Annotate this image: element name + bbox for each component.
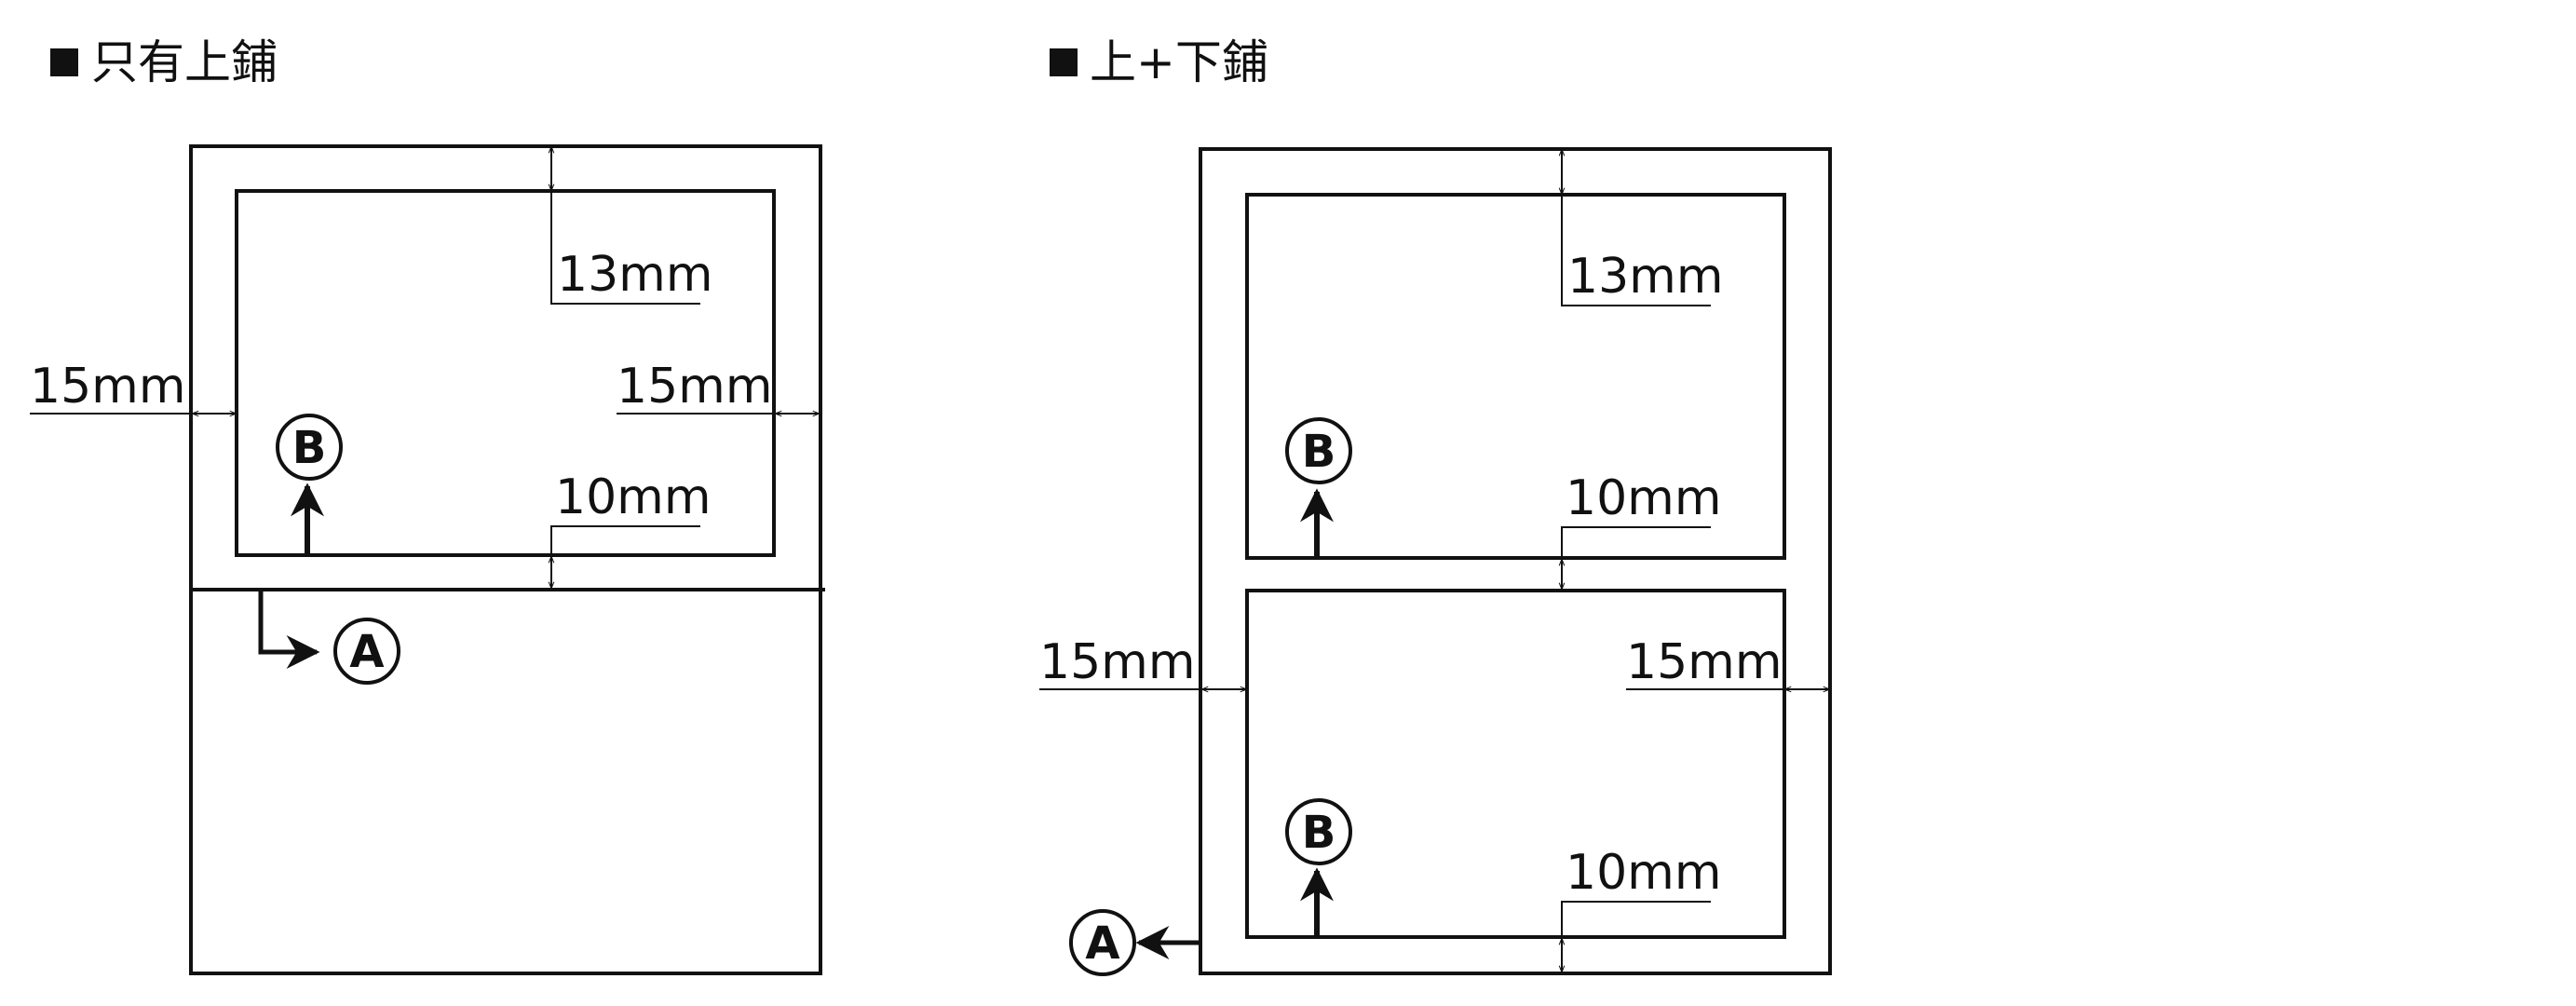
right-upper-print-area (1245, 193, 1786, 560)
right-lower-marker-b-circle-icon (1285, 798, 1352, 865)
right-sheet-outline (1199, 147, 1832, 975)
right-heading: 上+下鋪 (1090, 35, 1268, 89)
left-marker-a-arrow-icon (258, 591, 320, 669)
right-left-margin-label: 15mm (1039, 634, 1195, 690)
right-upper-bottom-margin-leader (1561, 526, 1711, 560)
left-top-margin-leader (550, 190, 700, 305)
right-upper-bottom-margin-label: 10mm (1566, 470, 1721, 526)
right-marker-a-circle-icon (1069, 909, 1136, 976)
right-lower-bottom-margin-leader (1561, 901, 1711, 939)
left-bottom-margin-leader (550, 525, 700, 557)
left-marker-b-circle-icon (276, 414, 343, 481)
right-upper-marker-b-circle-icon (1285, 417, 1352, 484)
right-lower-bottom-margin-label: 10mm (1566, 845, 1721, 901)
right-right-margin-label: 15mm (1626, 634, 1782, 690)
heading-bullet-icon (1050, 48, 1078, 76)
right-upper-marker-b-label: B (1302, 426, 1336, 478)
left-marker-a-circle-icon (333, 618, 400, 685)
right-marker-a-label: A (1085, 918, 1119, 970)
left-bottom-margin-label: 10mm (555, 469, 711, 525)
left-top-margin-label: 13mm (557, 247, 712, 303)
left-marker-a-label: A (349, 626, 384, 678)
left-diagram: 只有上鋪 13mm 15mm 15mm 10mm B A (30, 35, 825, 975)
left-right-margin-label: 15mm (617, 359, 772, 415)
left-heading: 只有上鋪 (91, 35, 278, 89)
left-marker-b-label: B (292, 422, 327, 474)
heading-bullet-icon (50, 48, 78, 76)
right-upper-top-margin-leader (1561, 194, 1711, 306)
right-diagram: 上+下鋪 13mm 10mm 15mm 15mm 10mm B B (1039, 35, 1832, 976)
left-print-area (235, 189, 776, 557)
right-lower-marker-b-label: B (1302, 807, 1336, 859)
left-sheet-outline (189, 144, 822, 975)
left-left-margin-label: 15mm (30, 359, 185, 415)
right-upper-top-margin-label: 13mm (1567, 249, 1723, 305)
right-lower-print-area (1245, 589, 1786, 939)
